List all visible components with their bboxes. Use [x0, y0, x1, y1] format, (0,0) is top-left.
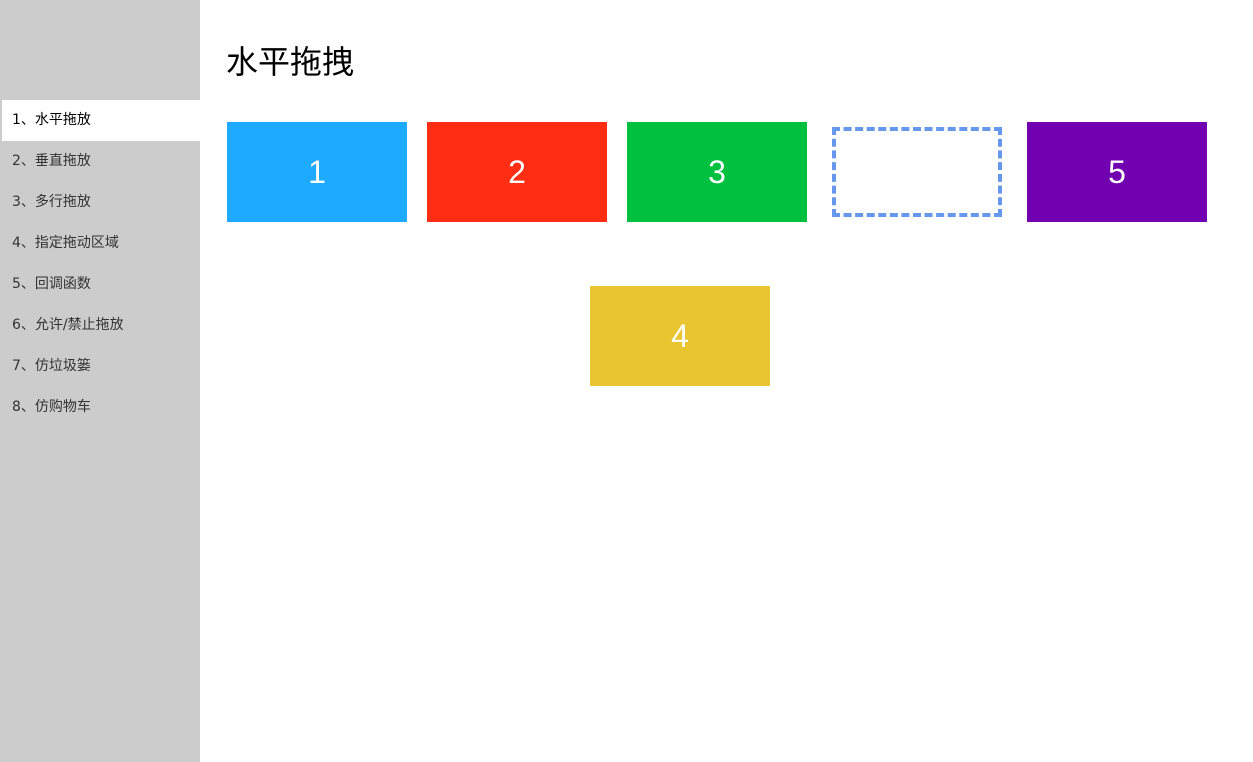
main-content: 水平拖拽 1 2 3 5 4	[200, 0, 1253, 762]
sidebar-item-horizontal-drag[interactable]: 1、水平拖放	[2, 100, 200, 141]
sidebar-item-callback[interactable]: 5、回调函数	[12, 276, 91, 292]
sidebar-nav: 1、水平拖放 2、垂直拖放 3、多行拖放 4、指定拖动区域 5、回调函数 6、允…	[2, 100, 200, 428]
drag-box-3[interactable]: 3	[627, 122, 807, 222]
drag-box-5[interactable]: 5	[1027, 122, 1207, 222]
sidebar-item-vertical-drag[interactable]: 2、垂直拖放	[12, 153, 91, 169]
sidebar: 1、水平拖放 2、垂直拖放 3、多行拖放 4、指定拖动区域 5、回调函数 6、允…	[0, 0, 200, 762]
drop-placeholder	[832, 127, 1002, 217]
sidebar-item-multi-row-drag[interactable]: 3、多行拖放	[12, 194, 91, 210]
sidebar-item-cart[interactable]: 8、仿购物车	[12, 399, 91, 415]
sidebar-item-trash[interactable]: 7、仿垃圾篓	[12, 358, 91, 374]
drag-box-1[interactable]: 1	[227, 122, 407, 222]
sidebar-item-enable-disable[interactable]: 6、允许/禁止拖放	[12, 317, 124, 333]
dragging-box-4[interactable]: 4	[590, 286, 770, 386]
sidebar-item-drag-area[interactable]: 4、指定拖动区域	[12, 235, 119, 251]
drag-box-2[interactable]: 2	[427, 122, 607, 222]
page-title: 水平拖拽	[226, 43, 355, 81]
